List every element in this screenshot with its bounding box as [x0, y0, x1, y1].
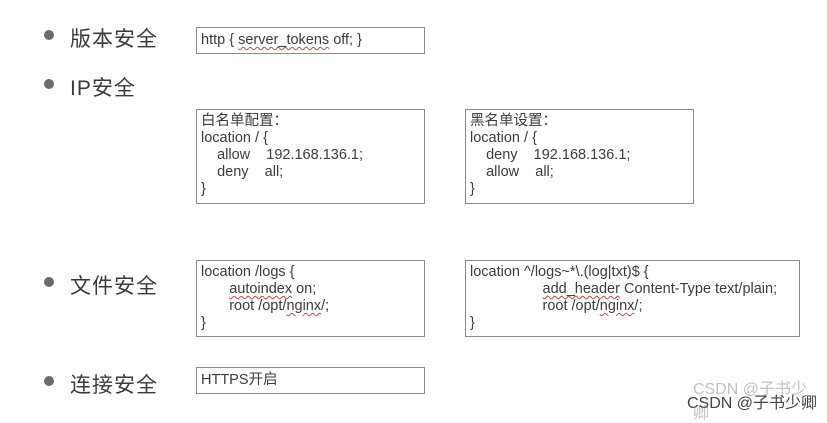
- code-text: root /opt/: [201, 298, 287, 314]
- code-text: off; }: [329, 32, 362, 48]
- code-indent: [470, 281, 543, 297]
- code-line: }: [201, 181, 206, 197]
- section-heading-ip: IP安全: [70, 77, 136, 100]
- code-box-https: HTTPS开启: [196, 367, 425, 394]
- code-indent: [201, 281, 229, 297]
- code-box-whitelist: 白名单配置： location / { allow 192.168.136.1;…: [196, 109, 425, 204]
- code-line: allow all;: [470, 164, 554, 180]
- code-text: Content-Type text/plain;: [619, 281, 778, 297]
- code-line: location / {: [470, 130, 537, 146]
- bullet-icon: [44, 30, 54, 40]
- watermark-text: CSDN @子书少卿: [686, 395, 817, 412]
- code-token: server_tokens: [238, 32, 330, 48]
- code-line: autoindex on;: [201, 281, 420, 298]
- code-text: on;: [292, 281, 317, 297]
- watermark: CSDN @子书少卿 CSDN @子书少卿: [686, 381, 817, 422]
- code-line: http { server_tokens off; }: [201, 32, 420, 49]
- code-line: location ^/logs~*\.(log|txt)$ {: [470, 264, 649, 280]
- code-token: nginx: [599, 298, 635, 314]
- code-token: add_header: [542, 281, 620, 297]
- bullet-icon: [44, 79, 54, 89]
- watermark-ghost-text: CSDN @子书少卿: [692, 381, 807, 422]
- code-line: allow 192.168.136.1;: [201, 147, 364, 163]
- bullet-icon: [44, 376, 54, 386]
- code-line: root /opt/nginx/;: [470, 298, 795, 315]
- code-text: root /opt/: [470, 298, 600, 314]
- section-heading-connection: 连接安全: [70, 374, 158, 397]
- section-heading-file: 文件安全: [70, 275, 158, 298]
- code-token: nginx: [286, 298, 322, 314]
- code-line: }: [470, 315, 475, 331]
- code-text: /;: [321, 298, 330, 314]
- code-line: root /opt/nginx/;: [201, 298, 420, 315]
- code-line: deny all;: [201, 164, 284, 180]
- code-line: }: [470, 181, 475, 197]
- code-box-logs: location /logs { autoindex on; root /opt…: [196, 260, 425, 337]
- code-box-version: http { server_tokens off; }: [196, 27, 425, 54]
- code-line-title: 黑名单设置：: [470, 113, 557, 129]
- code-box-blacklist: 黑名单设置： location / { deny 192.168.136.1; …: [465, 109, 694, 204]
- section-heading-version: 版本安全: [70, 28, 158, 51]
- code-line: location / {: [201, 130, 268, 146]
- code-text: http {: [201, 32, 239, 48]
- code-line: add_header Content-Type text/plain;: [470, 281, 795, 298]
- code-text: /;: [634, 298, 643, 314]
- code-box-regex: location ^/logs~*\.(log|txt)$ { add_head…: [465, 260, 800, 337]
- bullet-icon: [44, 277, 54, 287]
- code-line-title: 白名单配置：: [201, 113, 288, 129]
- code-line: HTTPS开启: [201, 372, 278, 388]
- code-line: }: [201, 315, 206, 331]
- code-line: location /logs {: [201, 264, 295, 280]
- code-token: autoindex: [229, 281, 293, 297]
- code-line: deny 192.168.136.1;: [470, 147, 631, 163]
